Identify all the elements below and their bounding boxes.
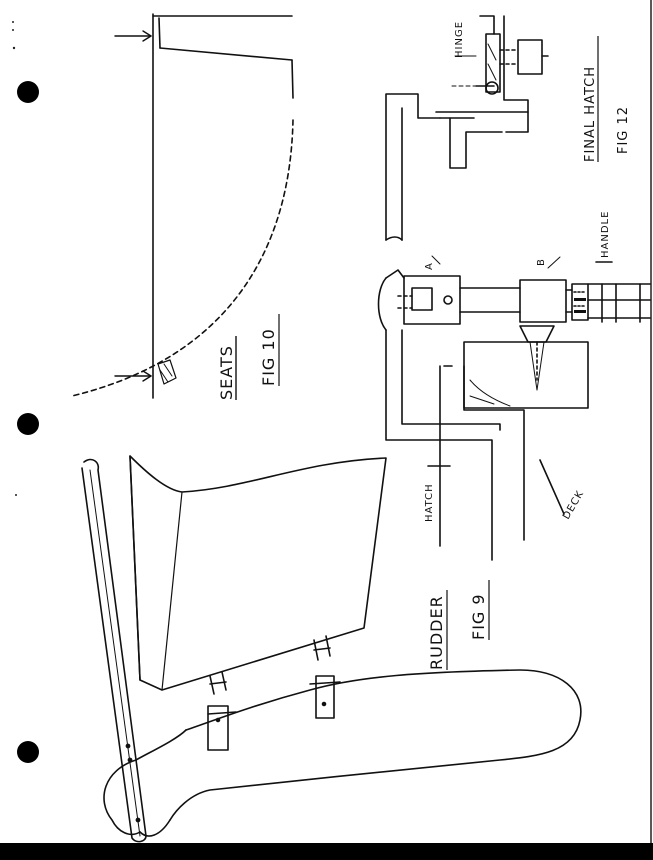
arrow-indicator-icon: [114, 370, 152, 382]
detail-label-hatch: HATCH: [424, 483, 435, 522]
arrow-indicator-icon: [114, 30, 152, 42]
scan-bottom-edge: [0, 843, 653, 860]
fig12-label-final-hatch: FINAL HATCH: [583, 66, 598, 162]
fig10-label-seats: SEATS: [217, 345, 236, 400]
fig12-label-hinge: HINGE: [454, 21, 465, 58]
detail-label-a: A: [424, 262, 435, 270]
fig10-seats-drawing: [71, 13, 294, 399]
deck-hatch-detail-drawing: [377, 255, 651, 561]
scan-specks: [12, 21, 17, 496]
fig12-label-fig: FIG 12: [616, 106, 631, 154]
detail-label-b: B: [536, 258, 547, 266]
binder-hole-icon: [17, 413, 39, 435]
fig9-rudder-drawing: [81, 455, 582, 843]
fig9-label-rudder: RUDDER: [427, 595, 446, 670]
detail-label-handle: HANDLE: [600, 211, 611, 258]
binder-hole-icon: [17, 741, 39, 763]
handle-grip-detail: [574, 298, 586, 313]
fig10-label-fig: FIG 10: [259, 328, 278, 386]
fig12-hatch-drawing: [385, 15, 549, 241]
detail-label-deck: DECK: [561, 489, 586, 522]
binder-hole-icon: [17, 81, 39, 103]
fig9-label-fig: FIG 9: [469, 593, 488, 640]
